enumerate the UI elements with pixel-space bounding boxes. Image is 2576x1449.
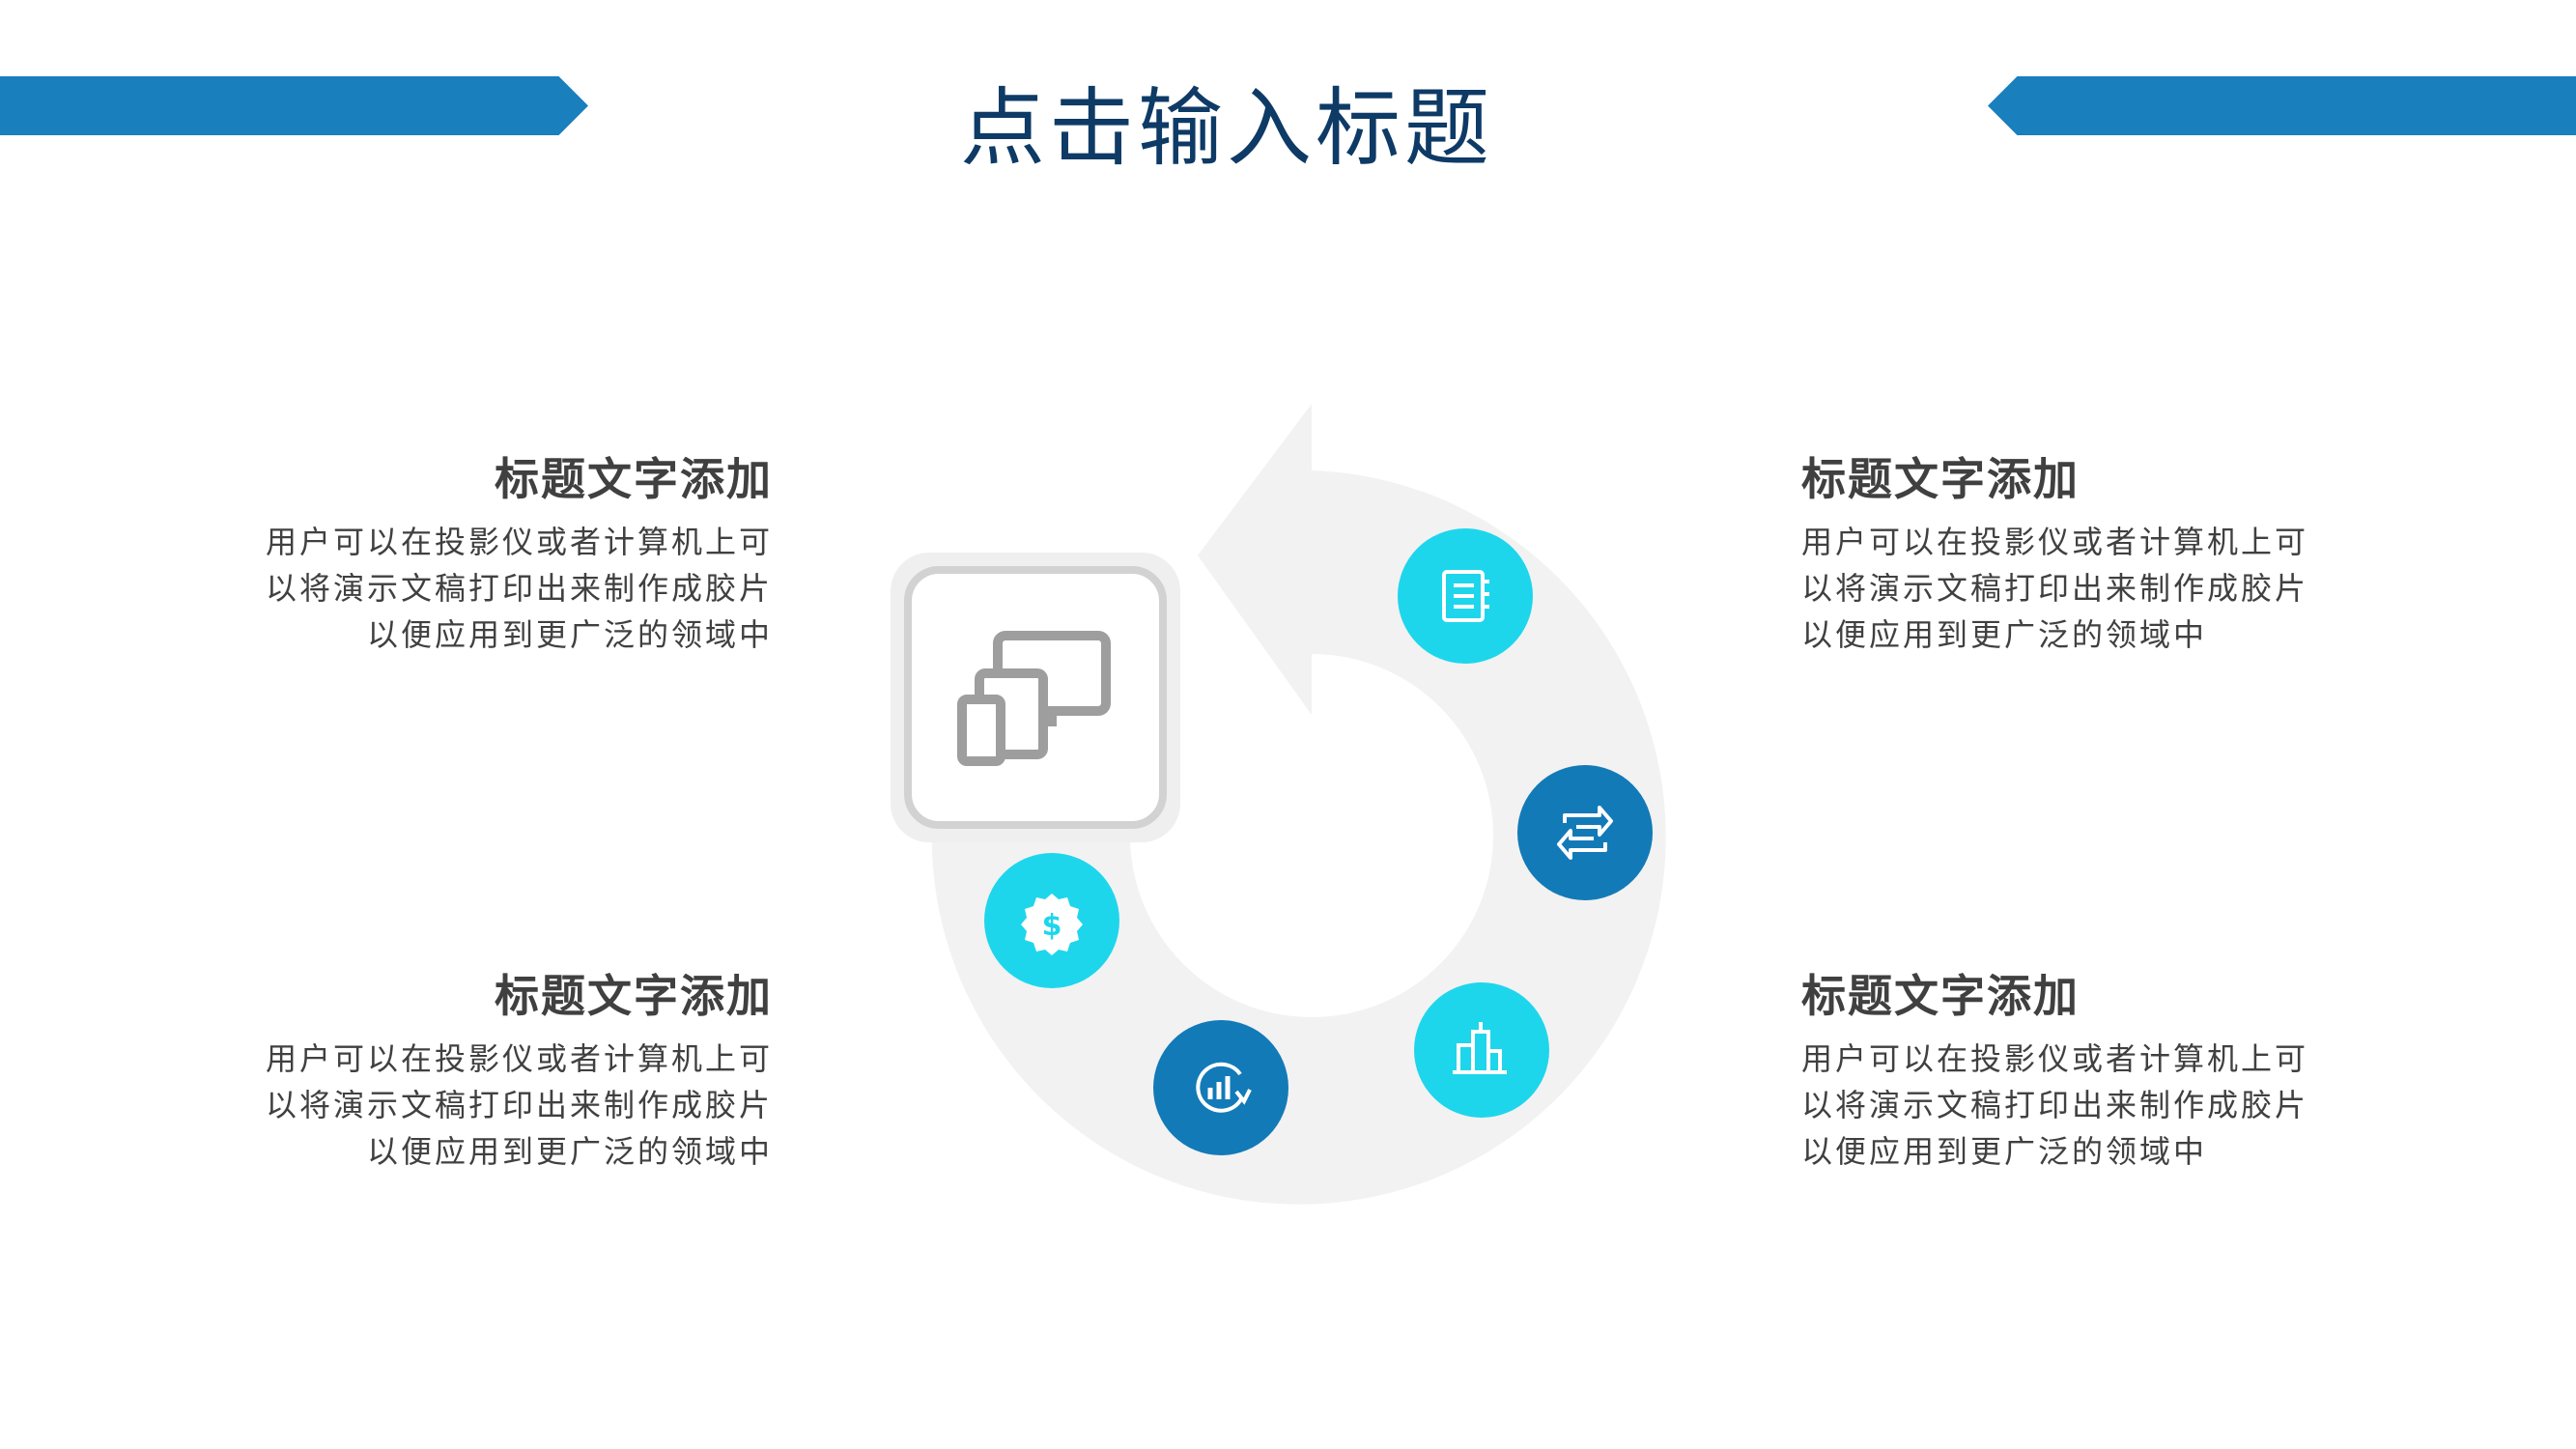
page-title[interactable]: 点击输入标题 — [959, 78, 1493, 178]
buildings-icon — [1453, 1022, 1507, 1074]
swap-arrows-icon — [1557, 806, 1613, 860]
notebook-icon — [1442, 570, 1489, 622]
block-body[interactable]: 用户可以在投影仪或者计算机上可 以将演示文稿打印出来制作成胶片 以便应用到更广泛… — [1801, 1040, 2309, 1170]
growth-chart-icon — [1196, 1062, 1252, 1113]
header-right-ribbon — [1988, 76, 2576, 135]
text-block-bottom-left: 标题文字添加 用户可以在投影仪或者计算机上可 以将演示文稿打印出来制作成胶片 以… — [251, 966, 773, 1175]
swap-circle[interactable] — [1517, 765, 1653, 900]
block-title[interactable]: 标题文字添加 — [495, 453, 773, 505]
block-title[interactable]: 标题文字添加 — [1801, 453, 2080, 505]
svg-text:$: $ — [1042, 909, 1062, 943]
block-title[interactable]: 标题文字添加 — [495, 970, 773, 1022]
cycle-arrowhead — [1198, 404, 1312, 715]
devices-icon — [957, 631, 1111, 766]
dollar-badge-icon: $ — [1021, 894, 1083, 955]
block-body[interactable]: 用户可以在投影仪或者计算机上可 以将演示文稿打印出来制作成胶片 以便应用到更广泛… — [1801, 524, 2309, 653]
buildings-circle[interactable] — [1414, 982, 1549, 1118]
block-body[interactable]: 用户可以在投影仪或者计算机上可 以将演示文稿打印出来制作成胶片 以便应用到更广泛… — [265, 1040, 773, 1170]
block-title[interactable]: 标题文字添加 — [1801, 970, 2080, 1022]
cycle-diagram: $ — [891, 404, 1666, 1205]
text-block-bottom-right: 标题文字添加 用户可以在投影仪或者计算机上可 以将演示文稿打印出来制作成胶片 以… — [1801, 966, 2323, 1175]
text-block-top-left: 标题文字添加 用户可以在投影仪或者计算机上可 以将演示文稿打印出来制作成胶片 以… — [251, 449, 773, 658]
text-block-top-right: 标题文字添加 用户可以在投影仪或者计算机上可 以将演示文稿打印出来制作成胶片 以… — [1801, 449, 2323, 658]
chart-circle[interactable] — [1153, 1020, 1288, 1155]
notebook-circle[interactable] — [1398, 528, 1533, 664]
block-body[interactable]: 用户可以在投影仪或者计算机上可 以将演示文稿打印出来制作成胶片 以便应用到更广泛… — [265, 524, 773, 653]
dollar-circle[interactable]: $ — [984, 853, 1119, 988]
header-left-ribbon — [0, 76, 588, 135]
